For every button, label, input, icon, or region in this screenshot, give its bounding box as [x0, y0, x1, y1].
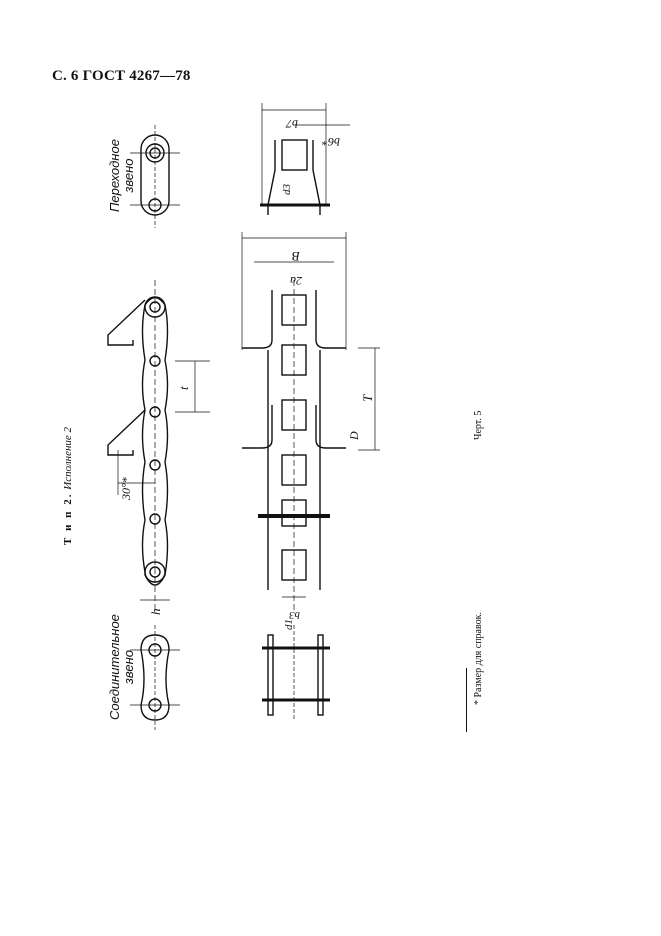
- dim-b6: b6*: [322, 135, 340, 149]
- connecting-link-drawing: [130, 625, 180, 730]
- transition-link-drawing: [130, 125, 180, 228]
- dim-angle: 30°*: [119, 477, 133, 501]
- dim-t: t: [176, 386, 191, 390]
- dim-T: T: [360, 394, 375, 402]
- dim-b3: b3: [289, 609, 301, 621]
- dim-D: D: [347, 431, 361, 441]
- dim-2a: 2a: [290, 274, 302, 288]
- dim-h: h: [148, 609, 163, 616]
- chain-top-view: [241, 232, 380, 610]
- dim-d1: d1: [283, 619, 295, 630]
- footnote-rule: [466, 668, 467, 732]
- dim-b7: b7: [285, 117, 298, 131]
- connecting-top-view: [262, 625, 330, 720]
- dim-d3: d3: [281, 184, 293, 196]
- dim-B: B: [292, 249, 300, 264]
- transition-top-view: [260, 103, 350, 215]
- page-header: С. 6 ГОСТ 4267—78: [52, 68, 191, 84]
- chain-side-view: [107, 280, 210, 610]
